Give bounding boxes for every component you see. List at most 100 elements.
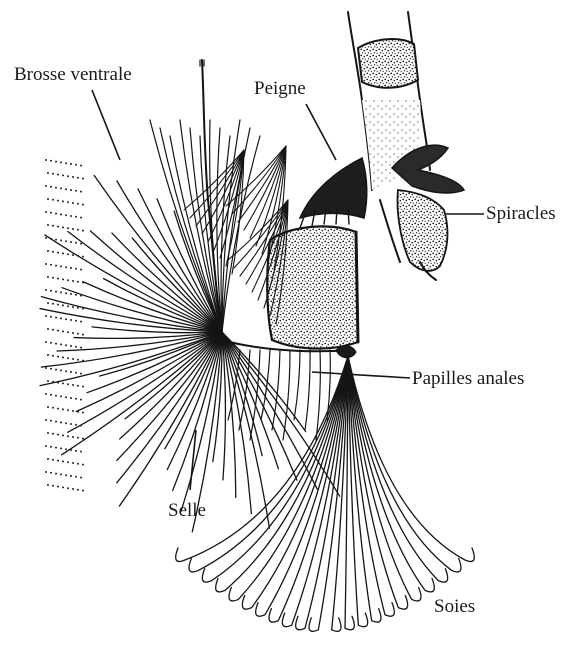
fringe-dot xyxy=(80,399,82,401)
leader-brosse-ventrale xyxy=(92,90,120,160)
fringe-dot xyxy=(67,227,69,229)
label-spiracles: Spiracles xyxy=(486,203,556,224)
fringe-dot xyxy=(75,268,77,270)
fringe-dot xyxy=(50,446,52,448)
fringe-dot xyxy=(67,279,69,281)
fringe-dot xyxy=(50,472,52,474)
fringe-dot xyxy=(47,406,49,408)
fringe-dot xyxy=(52,355,54,357)
fringe-dot xyxy=(72,254,74,256)
fringe-dot xyxy=(82,438,84,440)
fringe-dot xyxy=(47,484,49,486)
fringe-dot xyxy=(52,225,54,227)
fringe-dot xyxy=(65,214,67,216)
fringe-dot xyxy=(57,330,59,332)
fringe-dot xyxy=(65,318,67,320)
fringe-dot xyxy=(70,267,72,269)
fringe-dot xyxy=(77,437,79,439)
seta-bristle xyxy=(316,350,320,440)
fringe-dot xyxy=(57,408,59,410)
fringe-dot xyxy=(67,435,69,437)
fringe-dot xyxy=(55,395,57,397)
fringe-dot xyxy=(57,252,59,254)
fringe-dot xyxy=(45,263,47,265)
fringe-dot xyxy=(72,306,74,308)
label-brosse-ventrale: Brosse ventrale xyxy=(14,64,132,85)
fringe-dot xyxy=(70,423,72,425)
fringe-dot xyxy=(82,386,84,388)
fringe-dot xyxy=(47,198,49,200)
fringe-dot xyxy=(70,449,72,451)
fringe-dot xyxy=(45,367,47,369)
seta-bristle xyxy=(305,350,310,430)
fringe-dot xyxy=(80,269,82,271)
fringe-dot xyxy=(77,307,79,309)
fringe-dot xyxy=(57,304,59,306)
fringe-dot xyxy=(80,321,82,323)
fringe-dot xyxy=(65,474,67,476)
fringe-dot xyxy=(45,159,47,161)
fringe-dot xyxy=(62,226,64,228)
siphon-dark-band xyxy=(358,39,418,88)
fringe-dot xyxy=(62,278,64,280)
fringe-dot xyxy=(65,370,67,372)
seta-bristle xyxy=(176,356,348,562)
fringe-dot xyxy=(52,199,54,201)
leader-selle xyxy=(190,430,196,490)
fringe-dot xyxy=(50,186,52,188)
fringe-dot xyxy=(80,165,82,167)
fringe-dot xyxy=(47,250,49,252)
fringe-dot xyxy=(62,434,64,436)
fringe-dot xyxy=(82,204,84,206)
fringe-dot xyxy=(62,356,64,358)
fringe-dot xyxy=(57,356,59,358)
fringe-dot xyxy=(82,308,84,310)
leader-peigne xyxy=(306,104,336,160)
fringe-dot xyxy=(47,302,49,304)
label-selle: Selle xyxy=(168,500,206,521)
fringe-dot xyxy=(80,451,82,453)
fringe-dot xyxy=(65,188,67,190)
fringe-dot xyxy=(45,471,47,473)
fringe-dot xyxy=(47,432,49,434)
fringe-dot xyxy=(52,433,54,435)
fringe-dot xyxy=(75,476,77,478)
label-papilles-anales: Papilles anales xyxy=(412,368,524,389)
fringe-dot xyxy=(62,252,64,254)
fringe-dot xyxy=(77,333,79,335)
fringe-dot xyxy=(67,383,69,385)
fringe-dot xyxy=(47,276,49,278)
fringe-dot xyxy=(67,253,69,255)
fringe-dot xyxy=(82,490,84,492)
fringe-dot xyxy=(55,369,57,371)
fringe-dot xyxy=(52,251,54,253)
fringe-dot xyxy=(75,164,77,166)
fringe-dot xyxy=(60,213,62,215)
fringe-dot xyxy=(45,419,47,421)
fringe-dot xyxy=(70,397,72,399)
fringe-dot xyxy=(70,241,72,243)
fringe-dot xyxy=(70,215,72,217)
fringe-dot xyxy=(60,369,62,371)
fringe-dot xyxy=(50,290,52,292)
fringe-dot xyxy=(45,237,47,239)
fringe-dot xyxy=(72,228,74,230)
fringe-dot xyxy=(45,393,47,395)
fringe-dot xyxy=(75,424,77,426)
fringe-dot xyxy=(47,224,49,226)
fringe-dot xyxy=(80,347,82,349)
fringe-dot xyxy=(77,385,79,387)
fringe-dot xyxy=(70,345,72,347)
fringe-dot xyxy=(70,371,72,373)
fringe-dot xyxy=(82,360,84,362)
dotted-fringe xyxy=(45,159,84,492)
fringe-dot xyxy=(50,368,52,370)
fringe-dot xyxy=(60,291,62,293)
leader-papilles-anales xyxy=(312,372,410,378)
fringe-dot xyxy=(77,359,79,361)
fringe-dot xyxy=(70,475,72,477)
fringe-dot xyxy=(62,174,64,176)
fringe-dot xyxy=(62,460,64,462)
fringe-dot xyxy=(72,462,74,464)
fringe-dot xyxy=(60,395,62,397)
